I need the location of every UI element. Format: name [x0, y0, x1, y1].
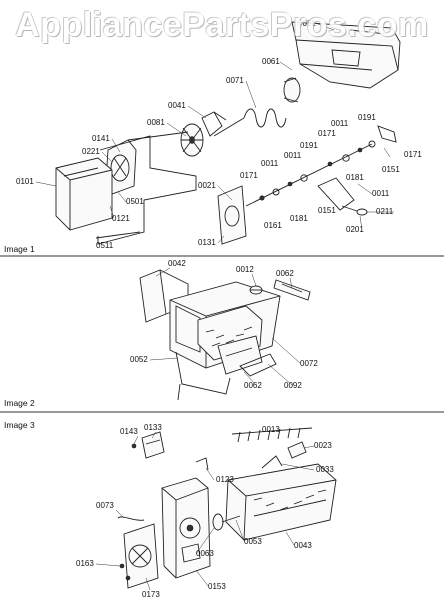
drive-gear: [212, 513, 241, 531]
callout-0013: 0013: [262, 425, 280, 434]
rear-plate: [217, 185, 247, 245]
callout-0101: 0101: [16, 177, 34, 186]
callout-0181-b: 0181: [290, 214, 308, 223]
callout-0071: 0071: [226, 76, 244, 85]
callout-0133: 0133: [144, 423, 162, 432]
callout-0171-b: 0171: [318, 129, 336, 138]
callout-0141: 0141: [92, 134, 110, 143]
callout-0121: 0121: [112, 214, 130, 223]
image1-labels: 0031 0061 0071 0041 0081 0141 0221 0101 …: [16, 19, 422, 250]
callout-0072: 0072: [300, 359, 318, 368]
image3-leaders: [95, 431, 315, 591]
callout-0123: 0123: [216, 475, 234, 484]
motor-housing: [105, 139, 137, 195]
motor-module: [161, 477, 211, 579]
image2-labels: 0042 0012 0062 0052 0072 0062 0092: [130, 259, 318, 390]
drive-shaft: [245, 143, 373, 207]
callout-0151-b: 0151: [318, 206, 336, 215]
section-label-image3: Image 3: [4, 420, 35, 430]
callout-0201: 0201: [346, 225, 364, 234]
callout-0211: 0211: [376, 207, 394, 216]
callout-0011-d: 0011: [372, 189, 390, 198]
callout-0012: 0012: [236, 265, 254, 274]
image2-panel: 0042 0012 0062 0052 0072 0062 0092 Image…: [4, 259, 318, 408]
callout-0063: 0063: [196, 549, 214, 558]
ice-mold: [225, 463, 337, 541]
wire-harness: [175, 351, 231, 401]
callout-0033: 0033: [316, 465, 334, 474]
ice-bucket-housing: [291, 21, 401, 89]
right-clip: [368, 125, 397, 148]
callout-0042: 0042: [168, 259, 186, 268]
callout-0163: 0163: [76, 559, 94, 568]
callout-0143: 0143: [120, 427, 138, 436]
callout-0131: 0131: [198, 238, 216, 247]
auger-drum: [283, 77, 301, 103]
impeller-blade: [201, 111, 227, 137]
callout-0031: 0031: [298, 19, 316, 28]
section-label-image1: Image 1: [4, 244, 35, 254]
callout-0061: 0061: [262, 57, 280, 66]
lever-arm: [317, 177, 368, 216]
callout-0511: 0511: [96, 241, 114, 250]
base-bracket: [95, 231, 141, 239]
callout-0011-c: 0011: [331, 119, 349, 128]
thermostat: [249, 285, 263, 295]
callout-0023: 0023: [314, 441, 332, 450]
callout-0081: 0081: [147, 118, 165, 127]
callout-0171-c: 0171: [404, 150, 422, 159]
ejector-blade: [231, 427, 313, 443]
callout-0501: 0501: [126, 197, 144, 206]
power-cord: [117, 516, 145, 521]
callout-0053: 0053: [244, 537, 262, 546]
crusher-wheel: [180, 123, 204, 157]
image1-panel: 0031 0061 0071 0041 0081 0141 0221 0101 …: [4, 19, 422, 254]
callout-0161: 0161: [264, 221, 282, 230]
callout-0181-a: 0181: [346, 173, 364, 182]
shutoff-arm: [261, 441, 307, 469]
callout-0073: 0073: [96, 501, 114, 510]
front-plate: [119, 523, 159, 589]
image2-leaders: [149, 267, 301, 386]
callout-0043: 0043: [294, 541, 312, 550]
wire-clip: [195, 457, 209, 471]
linkage-outline: [97, 131, 197, 245]
control-housing: [217, 335, 263, 375]
callout-0052: 0052: [130, 355, 148, 364]
callout-0191-a: 0191: [300, 141, 318, 150]
callout-0173: 0173: [142, 590, 160, 599]
image1-leaders: [35, 23, 394, 244]
switch-block: [131, 431, 165, 459]
callout-0092: 0092: [284, 381, 302, 390]
image3-panel: 0143 0133 0013 0023 0033 0123 0073 0063 …: [4, 420, 337, 599]
callout-0191-b: 0191: [358, 113, 376, 122]
callout-0021: 0021: [198, 181, 216, 190]
auger-spring: [213, 108, 287, 137]
front-cover: [55, 157, 113, 231]
callout-0151-a: 0151: [382, 165, 400, 174]
callout-0153: 0153: [208, 582, 226, 591]
callout-0011-a: 0011: [261, 159, 279, 168]
callout-0062-a: 0062: [276, 269, 294, 278]
callout-0062-b: 0062: [244, 381, 262, 390]
section-label-image2: Image 2: [4, 398, 35, 408]
lower-bracket: [239, 353, 277, 377]
callout-0011-b: 0011: [284, 151, 302, 160]
image3-labels: 0143 0133 0013 0023 0033 0123 0073 0063 …: [76, 423, 334, 599]
callout-0171-a: 0171: [240, 171, 258, 180]
callout-0041: 0041: [168, 101, 186, 110]
callout-0221: 0221: [82, 147, 100, 156]
